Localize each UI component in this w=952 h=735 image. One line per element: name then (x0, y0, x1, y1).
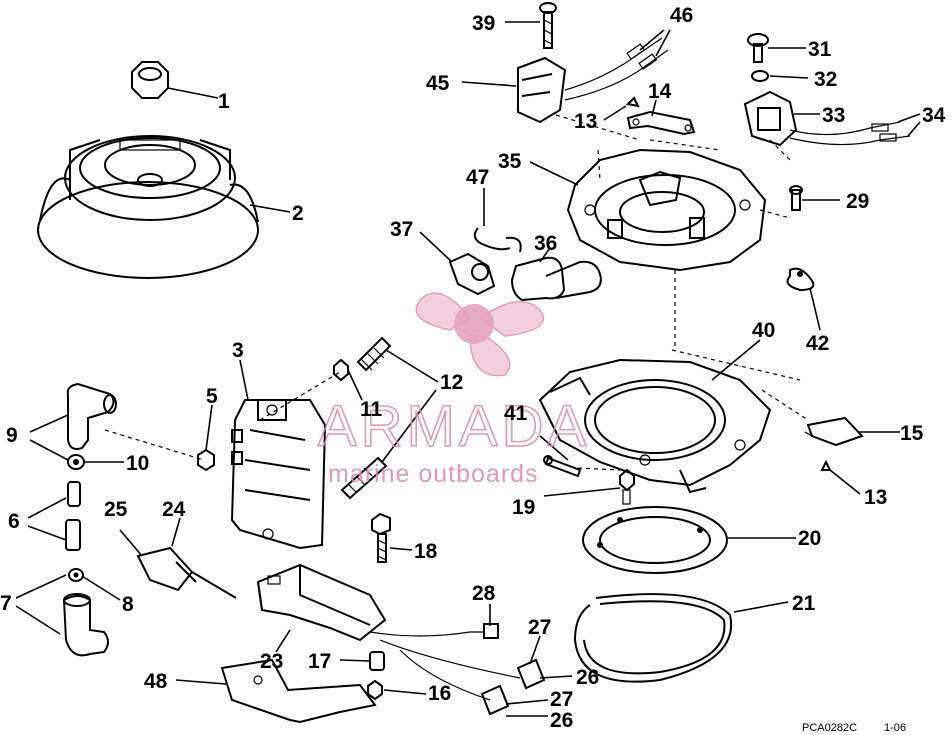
callout-5: 5 (206, 385, 218, 408)
callout-10: 10 (126, 452, 149, 475)
part-leads-34 (789, 121, 911, 146)
callout-14: 14 (648, 80, 672, 103)
callout-19: 19 (512, 496, 535, 519)
part-screws-12 (340, 336, 392, 500)
wiring-harness-lower (369, 623, 546, 716)
callout-47: 47 (466, 166, 489, 189)
part-nut-11 (333, 358, 349, 382)
part-screw-13-upper (625, 96, 640, 108)
callout-42: 42 (806, 332, 829, 355)
part-retainer-plate-20 (582, 506, 728, 574)
callout-7: 7 (0, 592, 12, 615)
callout-28: 28 (472, 582, 496, 605)
callout-41: 41 (504, 402, 528, 425)
callout-20: 20 (798, 527, 821, 550)
callout-labels: 1 2 3 5 6 7 8 9 10 11 12 13 14 15 16 17 … (0, 4, 946, 732)
callout-8: 8 (122, 593, 134, 616)
watermark: ARMADA marine outboards (317, 292, 590, 488)
callout-39: 39 (472, 12, 495, 35)
part-nut-16 (367, 679, 383, 701)
part-ring-21 (573, 593, 733, 683)
part-spark-boot-9 (66, 382, 117, 450)
part-leads-46 (564, 37, 669, 101)
callout-40: 40 (752, 319, 775, 342)
callout-29: 29 (846, 190, 869, 213)
callout-1: 1 (218, 90, 230, 113)
callout-16: 16 (428, 682, 451, 705)
part-screw-31 (747, 33, 769, 63)
callout-33: 33 (822, 104, 845, 127)
part-screw-39 (539, 2, 557, 49)
callout-21: 21 (792, 592, 816, 615)
callout-9: 9 (6, 424, 18, 447)
callout-26: 26 (576, 666, 599, 689)
part-spacer-17 (369, 651, 385, 671)
part-sensor-coil-45 (517, 56, 567, 124)
callout-11: 11 (360, 398, 383, 421)
part-clamp-14 (626, 110, 696, 136)
drawing-code: PCA0282C (802, 722, 857, 734)
callout-26-lower: 26 (550, 709, 573, 732)
callout-27-lower: 27 (550, 688, 573, 711)
part-power-pack-3 (230, 399, 327, 550)
callout-13-lower: 13 (864, 486, 887, 509)
part-clip-47 (473, 227, 522, 253)
callout-32: 32 (814, 68, 837, 91)
part-spark-boot-7 (62, 593, 109, 657)
part-screw-13-lower (820, 459, 832, 471)
part-bracket-48 (220, 658, 377, 724)
part-screw-41 (543, 455, 582, 478)
part-retainer-8 (68, 568, 84, 582)
callout-2: 2 (292, 202, 304, 225)
callout-25: 25 (104, 498, 128, 521)
part-clip-42 (786, 267, 815, 292)
part-washer-32 (751, 70, 769, 82)
callout-35: 35 (498, 150, 522, 173)
callout-23: 23 (260, 650, 283, 673)
sheet-ref: 1-06 (884, 722, 906, 734)
part-screw-18 (371, 512, 391, 563)
callout-48: 48 (144, 670, 168, 693)
propeller-logo-icon (415, 292, 545, 377)
part-stator-plate-35 (566, 148, 767, 272)
callout-18: 18 (414, 540, 438, 563)
callout-12: 12 (440, 371, 463, 394)
callout-37: 37 (390, 218, 413, 241)
part-screw-19 (619, 468, 635, 505)
watermark-brand: ARMADA (318, 394, 590, 459)
part-ignition-module-23 (256, 563, 387, 642)
callout-36: 36 (534, 232, 557, 255)
callout-46: 46 (670, 4, 693, 27)
callout-17: 17 (308, 650, 331, 673)
part-retainer-10 (67, 454, 85, 470)
part-clip-15 (804, 416, 864, 447)
callout-24: 24 (162, 498, 186, 521)
part-timer-base-40 (538, 358, 772, 494)
callout-15: 15 (900, 422, 924, 445)
leader-lines (15, 21, 921, 717)
callout-3: 3 (232, 339, 244, 362)
part-terminal-28 (483, 623, 499, 639)
callout-27: 27 (528, 616, 551, 639)
part-screw-29 (789, 185, 803, 211)
assembly-centerlines (104, 114, 809, 471)
part-flywheel-2 (37, 135, 259, 279)
part-connector-24 (136, 546, 237, 599)
watermark-tagline: marine outboards (328, 460, 539, 488)
callout-6: 6 (8, 510, 20, 533)
callout-13: 13 (574, 110, 597, 133)
part-sensor-37 (448, 252, 496, 296)
part-hose-36 (510, 256, 602, 302)
callout-45: 45 (426, 72, 450, 95)
callout-31: 31 (808, 38, 832, 61)
part-nut-5 (197, 448, 215, 472)
part-charge-coil-33 (743, 90, 798, 147)
part-sleeve-6 (65, 481, 81, 551)
part-nut-1 (131, 61, 169, 99)
callout-34: 34 (922, 104, 946, 127)
